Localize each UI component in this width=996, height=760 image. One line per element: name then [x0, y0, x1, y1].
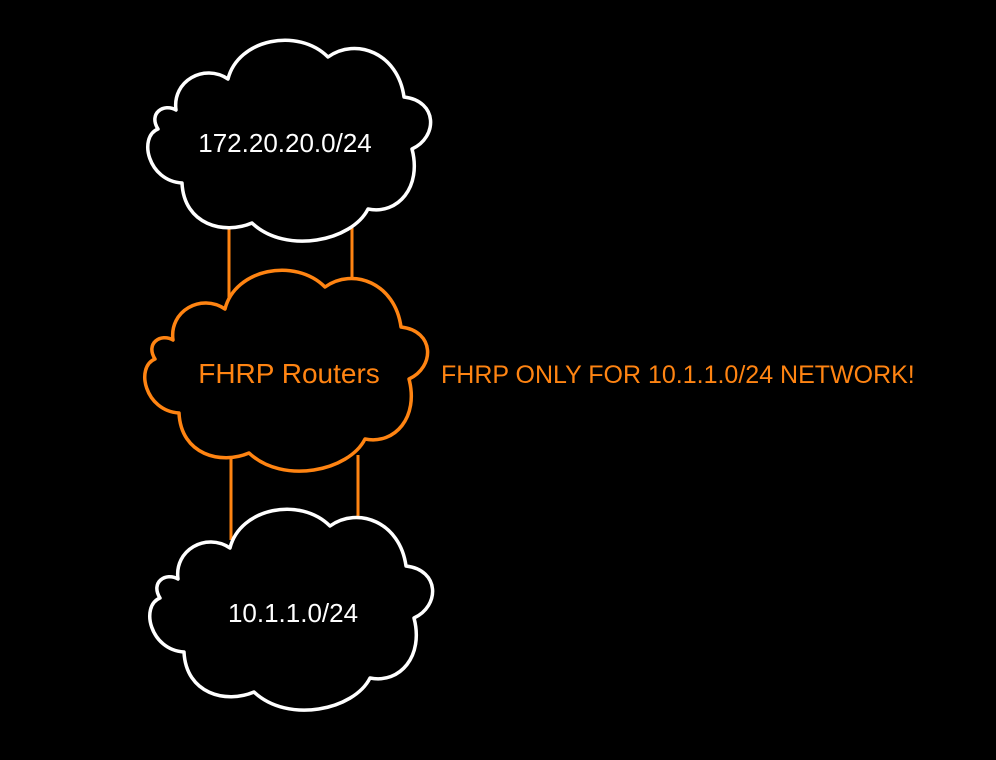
cloud-bottom: 10.1.1.0/24	[148, 507, 435, 712]
cloud-bottom-shape	[148, 507, 435, 712]
cloud-top-label: 172.20.20.0/24	[198, 128, 372, 158]
cloud-fhrp-routers: FHRP Routers	[143, 268, 430, 473]
cloud-top-shape	[146, 38, 433, 243]
cloud-bottom-label: 10.1.1.0/24	[228, 598, 358, 628]
cloud-top: 172.20.20.0/24	[146, 38, 433, 243]
cloud-fhrp-label: FHRP Routers	[198, 358, 380, 389]
fhrp-note: FHRP ONLY FOR 10.1.1.0/24 NETWORK!	[441, 361, 915, 389]
cloud-fhrp-shape	[143, 268, 430, 473]
